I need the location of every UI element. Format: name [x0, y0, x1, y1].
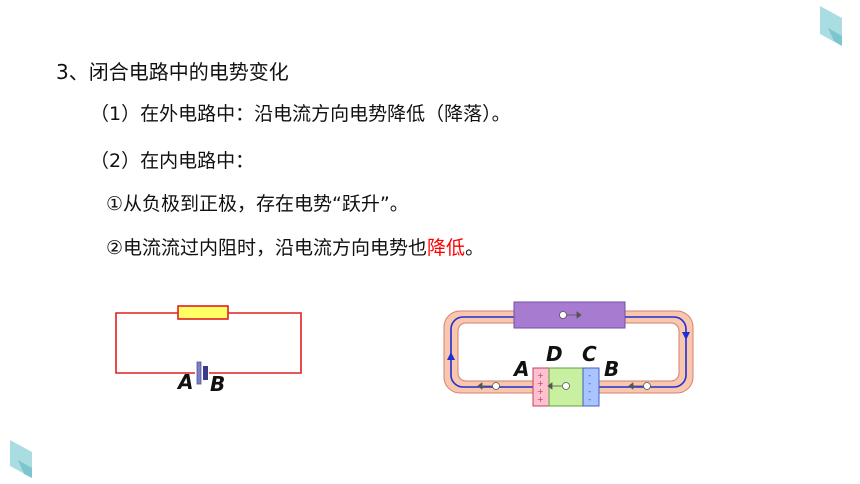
point-label-c: C	[582, 342, 597, 366]
terminal-label-b: B	[210, 372, 225, 396]
battery-icon	[196, 361, 208, 385]
sub-item-text: ②电流流过内阻时，沿电流方向电势也	[106, 237, 428, 259]
flow-arrow-icon	[447, 352, 455, 360]
svg-text:-: -	[588, 371, 591, 381]
point-label-d: D	[546, 342, 563, 366]
svg-text:+: +	[537, 379, 544, 388]
highlight-drop: 降低	[427, 237, 466, 259]
svg-text:+: +	[537, 387, 544, 396]
charge-arrow-icon	[628, 382, 651, 390]
sub-item-internal-resistance: ②电流流过内阻时，沿电流方向电势也降低。	[106, 236, 484, 260]
sub-item-period: 。	[465, 237, 485, 259]
flow-arrow-icon	[682, 332, 690, 340]
svg-text:-: -	[588, 395, 591, 405]
point-label-b: B	[604, 357, 619, 381]
terminal-label-a: A	[176, 370, 193, 394]
item-internal-circuit: （2）在内电路中：	[90, 150, 255, 172]
svg-text:-: -	[588, 379, 591, 389]
charge-arrow-icon	[477, 382, 500, 390]
cell-negative-plate	[582, 367, 600, 407]
circuit-wire	[115, 312, 302, 374]
item-external-circuit: （1）在外电路中：沿电流方向电势降低（降落）。	[90, 103, 511, 125]
corner-shape-icon	[10, 440, 32, 478]
corner-shape-icon	[820, 6, 842, 46]
minus-signs: ----	[588, 371, 591, 405]
svg-text:-: -	[588, 387, 591, 397]
point-label-a: A	[512, 357, 529, 381]
sub-item-potential-jump: ①从负极到正极，存在电势“跃升”。	[106, 193, 409, 215]
resistor-icon	[177, 305, 229, 320]
plus-signs: ++++	[537, 371, 544, 404]
charge-arrow-icon	[547, 382, 570, 390]
svg-text:+: +	[537, 371, 544, 380]
svg-text:+: +	[537, 395, 544, 404]
section-heading: 3、闭合电路中的电势变化	[56, 60, 289, 84]
charge-arrow-icon	[559, 311, 582, 319]
